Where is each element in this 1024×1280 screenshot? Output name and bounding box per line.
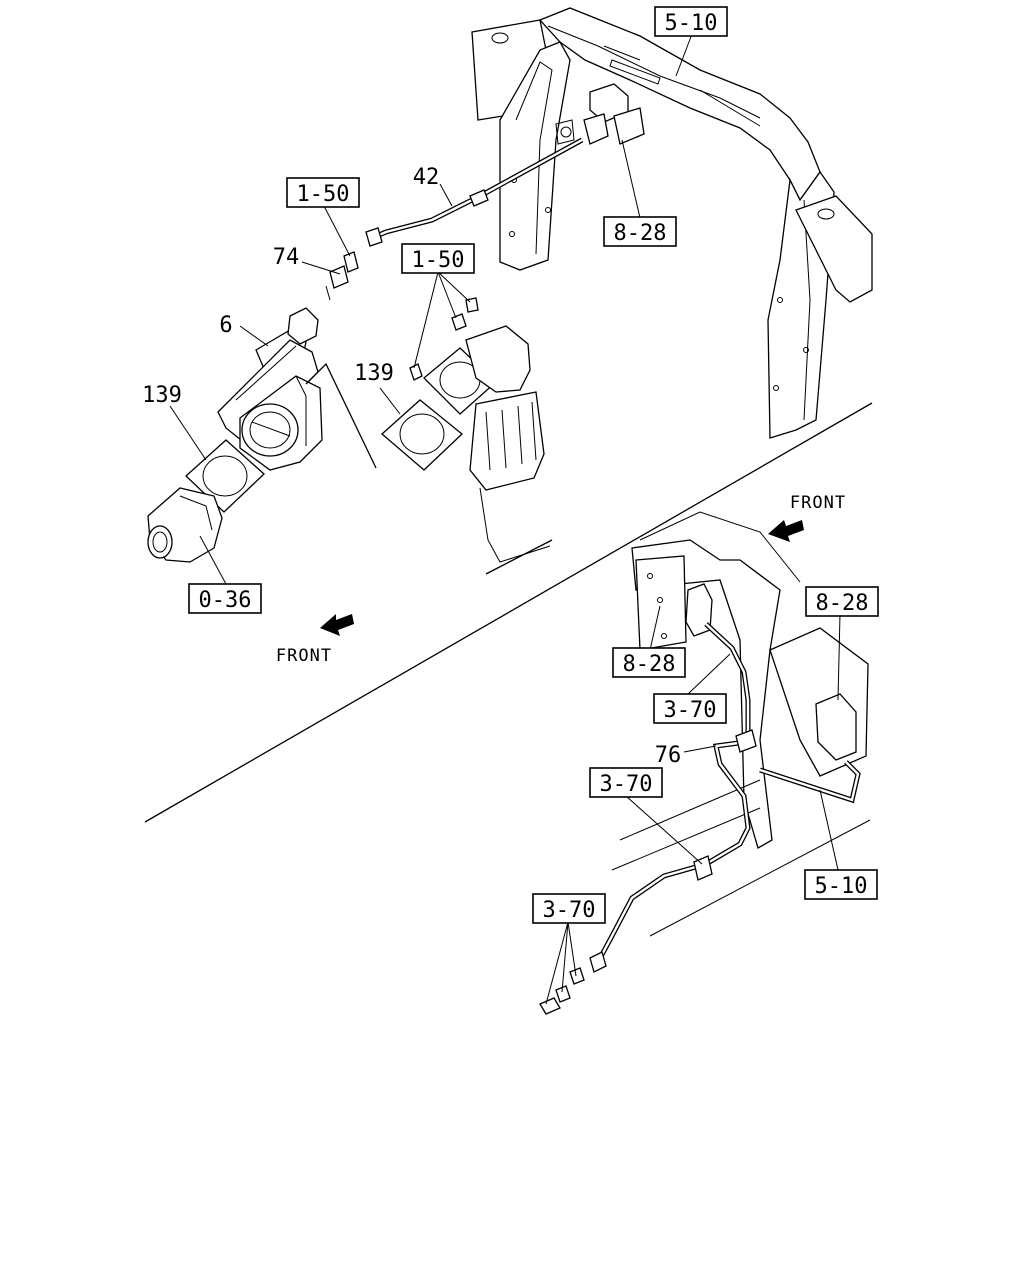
- union-74: [325, 251, 359, 301]
- callout-pipe-clip-c[interactable]: 3-70: [532, 893, 606, 924]
- callout-pipe-clip-a[interactable]: 3-70: [653, 693, 727, 724]
- callout-frame-bottom[interactable]: 5-10: [804, 869, 878, 900]
- part-label-42: 42: [413, 165, 440, 190]
- svg-text:3-70: 3-70: [664, 698, 717, 723]
- svg-text:1-50: 1-50: [412, 248, 465, 273]
- front-arrow-right-icon: [768, 520, 804, 542]
- callout-bracket-top[interactable]: 8-28: [603, 216, 677, 247]
- svg-text:5-10: 5-10: [665, 11, 718, 36]
- clip-bolts: [409, 297, 479, 381]
- part-label-76: 76: [655, 743, 682, 768]
- callout-clip-a[interactable]: 1-50: [286, 177, 360, 208]
- callout-pipe-clip-b[interactable]: 3-70: [589, 767, 663, 798]
- svg-text:5-10: 5-10: [815, 874, 868, 899]
- front-label-left: FRONT: [276, 646, 332, 666]
- part-label-139-right: 139: [354, 361, 394, 386]
- front-arrow-left-icon: [320, 614, 354, 636]
- chassis-frame-lower: [611, 511, 871, 937]
- chassis-frame-upper: [471, 7, 873, 439]
- callout-frame-top[interactable]: 5-10: [654, 6, 728, 37]
- svg-text:3-70: 3-70: [600, 772, 653, 797]
- svg-text:1-50: 1-50: [297, 182, 350, 207]
- callout-bracket-lower[interactable]: 8-28: [612, 647, 686, 678]
- part-label-6: 6: [219, 313, 232, 338]
- svg-text:8-28: 8-28: [623, 652, 676, 677]
- callout-bracket-right[interactable]: 8-28: [805, 586, 879, 617]
- callout-clip-b[interactable]: 1-50: [401, 243, 475, 274]
- exhaust-elbow: [147, 487, 223, 563]
- front-label-right: FRONT: [790, 493, 846, 513]
- leader-brace: [305, 362, 377, 469]
- part-label-139-left: 139: [142, 383, 182, 408]
- callout-exhaust[interactable]: 0-36: [188, 583, 262, 614]
- pipe-42: [365, 137, 584, 247]
- valve-6: [217, 307, 323, 471]
- leader-lines: [169, 33, 841, 1005]
- pipe-76: [589, 729, 861, 973]
- svg-text:8-28: 8-28: [816, 591, 869, 616]
- svg-text:8-28: 8-28: [614, 221, 667, 246]
- flex-pipe: [465, 325, 553, 575]
- svg-text:3-70: 3-70: [543, 898, 596, 923]
- lower-bolts: [539, 967, 585, 1015]
- divider-line: [144, 402, 873, 823]
- part-label-74: 74: [273, 245, 300, 270]
- svg-text:0-36: 0-36: [199, 588, 252, 613]
